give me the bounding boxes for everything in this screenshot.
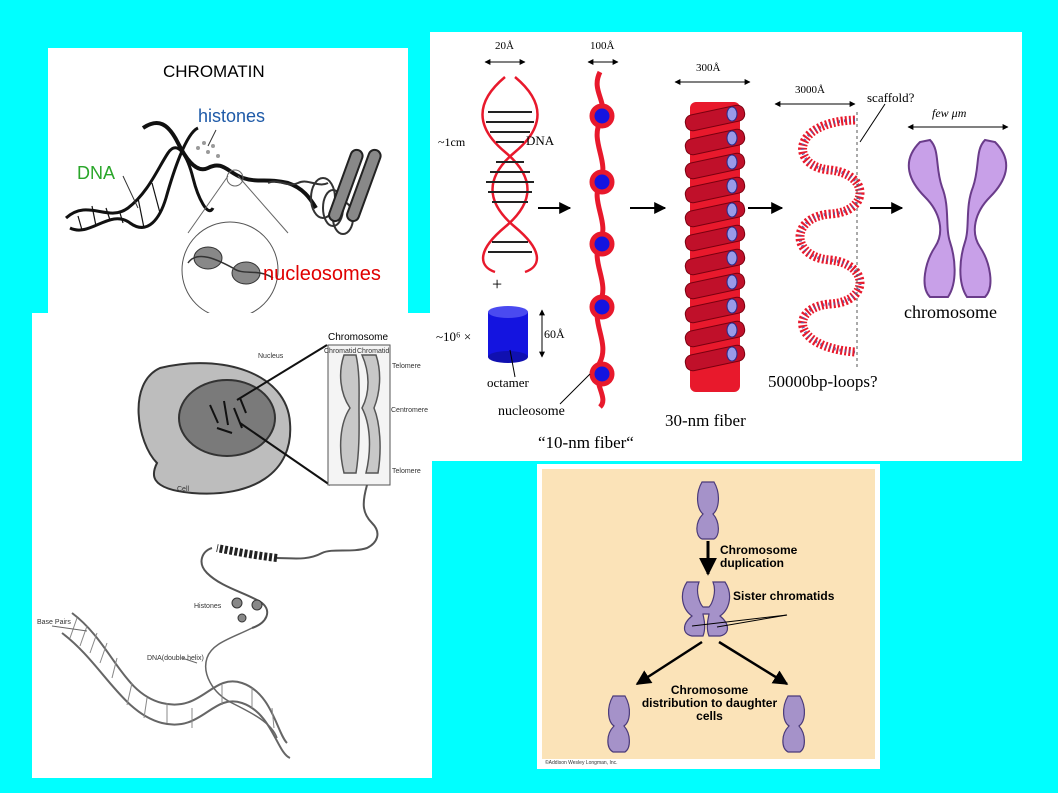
nucleus-label: Nucleus bbox=[258, 353, 284, 360]
nucleosome-beads bbox=[589, 103, 615, 387]
compaction-base-pairs bbox=[486, 111, 534, 253]
compaction-panel: 20Å 100Å 300Å 3000Å scaffold? few μm ~1c… bbox=[430, 32, 1022, 461]
histone-beads bbox=[231, 597, 263, 623]
chromatin-title: CHROMATIN bbox=[163, 62, 265, 81]
nucleosome-inset bbox=[187, 246, 274, 285]
base-pairs-label: Base Pairs bbox=[37, 619, 71, 626]
fiber-10nm-label: “10-nm fiber“ bbox=[538, 433, 634, 452]
copyright-label: ©Addison Wesley Longman, Inc. bbox=[545, 760, 618, 766]
compaction-dna-label: DNA bbox=[526, 133, 555, 148]
loop-fiber bbox=[795, 115, 865, 357]
single-chromosome bbox=[696, 481, 719, 540]
histone-dots bbox=[196, 141, 220, 158]
octamer-label: octamer bbox=[487, 375, 529, 390]
duplication-panel: Chromosome duplication Sister chromatids… bbox=[537, 464, 880, 769]
cell-base-pairs bbox=[69, 617, 275, 729]
telomere-top-label: Telomere bbox=[392, 363, 421, 370]
dim-300a: 300Å bbox=[696, 62, 721, 74]
chromatin-illustration bbox=[64, 121, 382, 313]
step-duplication: Chromosome duplication bbox=[720, 543, 798, 570]
daughter-chromosome-left bbox=[607, 695, 630, 753]
octamer-count-label: ~10⁶ × bbox=[436, 329, 472, 344]
centromere-label: Centromere bbox=[391, 407, 428, 414]
compaction-illustration bbox=[481, 59, 1009, 409]
chromatin-histones-label: histones bbox=[198, 106, 266, 126]
inset-chromosome bbox=[339, 354, 381, 474]
cell-panel: Chromosome Nucleus Chromatid Chromatid T… bbox=[32, 313, 432, 778]
chromatin-nucleosomes-label: nucleosomes bbox=[263, 263, 381, 285]
histones-label: Histones bbox=[194, 603, 222, 610]
cell-illustration bbox=[51, 344, 391, 759]
chromatin-chromosome bbox=[328, 148, 382, 223]
chromatin-base-pairs bbox=[77, 182, 161, 231]
scaffold-label: scaffold? bbox=[867, 90, 915, 105]
loops-label: 50000bp-loops? bbox=[768, 372, 878, 391]
step-sister-chromatids: Sister chromatids bbox=[733, 589, 835, 603]
chromatin-panel: CHROMATIN histones DNA nucleosomes bbox=[48, 48, 408, 313]
chromatin-dna-helix bbox=[64, 126, 215, 232]
dim-3000a: 3000Å bbox=[795, 84, 825, 96]
dim-100a: 100Å bbox=[590, 40, 615, 52]
cell-dna-helix bbox=[61, 612, 291, 759]
duplicated-chromosome bbox=[681, 581, 731, 637]
duplication-illustration bbox=[607, 481, 805, 753]
chromatid-right-label: Chromatid bbox=[357, 348, 390, 355]
chromatin-fiber bbox=[141, 121, 318, 210]
daughter-chromosome-right bbox=[782, 695, 805, 753]
plus-sign: + bbox=[492, 274, 503, 294]
nucleosome-inset-circle bbox=[181, 221, 279, 313]
dim-20a: 20Å bbox=[495, 40, 514, 52]
chromosome-label: chromosome bbox=[904, 302, 997, 322]
double-helix-label: DNA(double helix) bbox=[147, 655, 204, 662]
chromatin-dna-label: DNA bbox=[77, 163, 116, 183]
dim-60a: 60Å bbox=[544, 327, 565, 341]
unwinding-fiber bbox=[276, 484, 379, 560]
step-distribution: Chromosome distribution to daughter cell… bbox=[641, 683, 778, 723]
mitotic-chromosome bbox=[907, 138, 1008, 298]
octamer-cylinder bbox=[488, 306, 528, 363]
few-um-label: few μm bbox=[932, 106, 967, 120]
dna-length-label: ~1cm bbox=[438, 135, 466, 149]
nucleosome-label: nucleosome bbox=[498, 404, 565, 419]
solenoid-30nm-fiber bbox=[684, 102, 746, 392]
telomere-bottom-label: Telomere bbox=[392, 468, 421, 475]
chromosome-inset-title: Chromosome bbox=[328, 332, 389, 343]
cell-label: Cell bbox=[177, 486, 190, 493]
chromatid-left-label: Chromatid bbox=[324, 348, 357, 355]
fiber-30nm-label: 30-nm fiber bbox=[665, 411, 746, 430]
